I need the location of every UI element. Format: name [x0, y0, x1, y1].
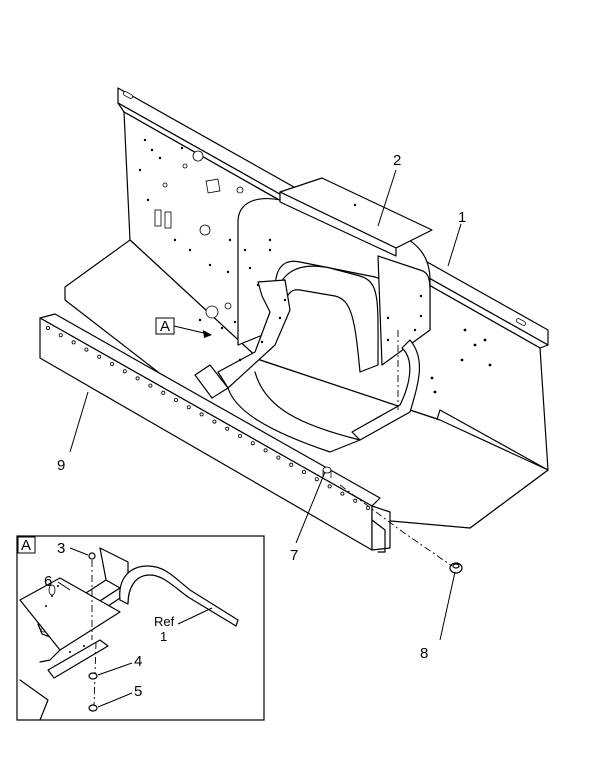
- nut: [449, 562, 463, 574]
- panel-holes: [138, 138, 492, 394]
- sill-hole: [84, 347, 89, 352]
- detail-callout-5: 5: [134, 683, 142, 700]
- detail-view-a: A 3 6 4 5 Ref 1: [16, 535, 265, 721]
- callout-1: 1: [458, 209, 466, 226]
- sill-hole: [186, 405, 191, 410]
- detail-title: A: [21, 537, 31, 554]
- fender: [237, 177, 433, 373]
- sill-hole: [58, 333, 63, 338]
- sill-hole: [250, 441, 255, 446]
- sill-hole: [225, 426, 230, 431]
- wheel-well-band: [194, 279, 421, 453]
- detail-callout-3: 3: [57, 540, 65, 557]
- sill-hole: [340, 491, 345, 496]
- callout-7: 7: [290, 547, 298, 564]
- sill-hole: [314, 477, 319, 482]
- detail-ref-number: 1: [160, 629, 167, 644]
- callout-9: 9: [57, 457, 65, 474]
- sill-hole: [263, 448, 268, 453]
- sill-hole: [353, 498, 358, 503]
- sill-hole: [276, 455, 281, 460]
- callouts: 2 1 9 7 8 A: [57, 152, 466, 662]
- detail-ref-word: Ref: [154, 614, 175, 629]
- sill-hole: [97, 354, 102, 359]
- sill-hole: [327, 484, 332, 489]
- sill-hole: [46, 325, 51, 330]
- pin: [322, 466, 332, 478]
- sill-hole: [148, 383, 153, 388]
- sill-hole: [122, 369, 127, 374]
- detail-callout-4: 4: [134, 653, 142, 670]
- sill-hole: [289, 462, 294, 467]
- sill-hole: [199, 412, 204, 417]
- detail-ref-label: A: [160, 318, 170, 335]
- callout-8: 8: [420, 645, 428, 662]
- sill-hole: [161, 390, 166, 395]
- sill-holes: [46, 325, 370, 510]
- sill-hole: [173, 397, 178, 402]
- side-sill: [39, 313, 391, 553]
- callout-2: 2: [393, 152, 401, 169]
- sill-hole: [71, 340, 76, 345]
- detail-callout-6: 6: [44, 573, 52, 590]
- sill-hole: [212, 419, 217, 424]
- sill-hole: [110, 361, 115, 366]
- sill-hole: [135, 376, 140, 381]
- sill-hole: [301, 469, 306, 474]
- detail-title-box: [17, 536, 36, 554]
- sill-hole: [237, 433, 242, 438]
